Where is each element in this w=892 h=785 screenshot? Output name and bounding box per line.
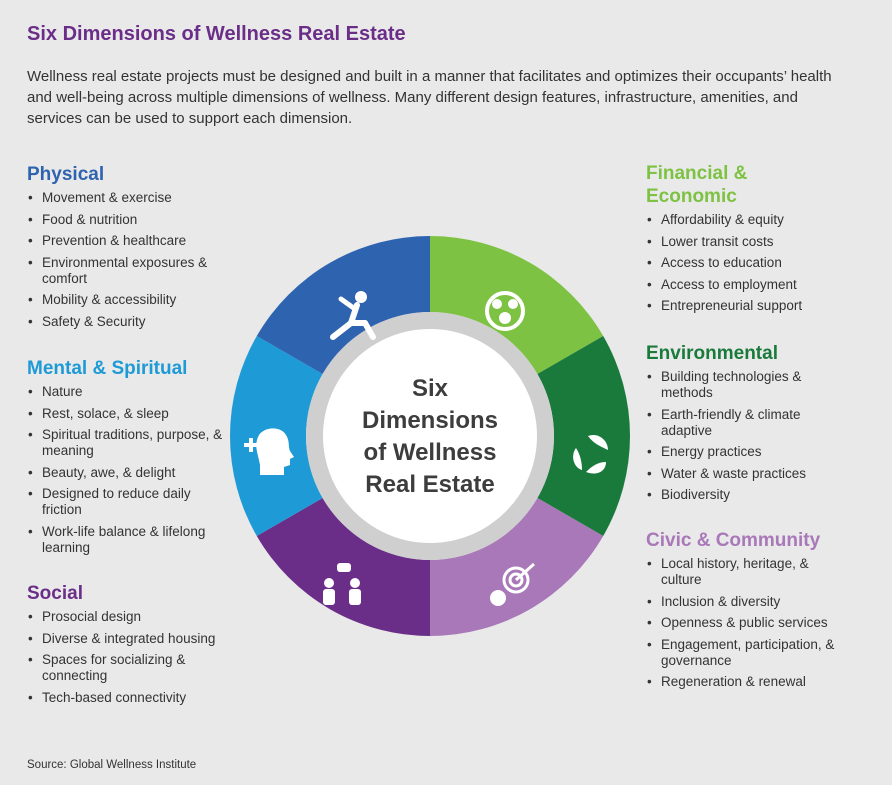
list-item: Prosocial design — [27, 609, 227, 625]
section-title-financial-line1: Financial & — [646, 163, 748, 184]
community-cycle-icon — [490, 562, 535, 606]
wheel-segment-environmental — [537, 336, 630, 536]
list-item: Regeneration & renewal — [646, 674, 846, 690]
section-title-financial-line2: Economic — [646, 186, 737, 207]
list-mental: Nature Rest, solace, & sleep Spiritual t… — [27, 384, 227, 556]
list-item: Safety & Security — [27, 314, 227, 330]
center-line-2: Dimensions — [362, 407, 498, 434]
wheel-segments — [230, 236, 630, 636]
list-environmental: Building technologies & methods Earth-fr… — [646, 369, 846, 503]
section-social: Social Prosocial design Diverse & integr… — [27, 582, 227, 711]
page-title: Six Dimensions of Wellness Real Estate — [27, 23, 406, 45]
section-physical: Physical Movement & exercise Food & nutr… — [27, 163, 227, 335]
list-physical: Movement & exercise Food & nutrition Pre… — [27, 190, 227, 330]
wellness-wheel: Six Dimensions of Wellness Real Estate — [230, 236, 630, 636]
list-item: Nature — [27, 384, 227, 400]
section-financial: Financial & Economic Affordability & equ… — [646, 162, 846, 320]
intro-paragraph: Wellness real estate projects must be de… — [27, 68, 832, 127]
exercise-person-icon — [330, 291, 376, 340]
list-item: Access to education — [646, 255, 846, 271]
list-item: Work-life balance & lifelong learning — [27, 524, 227, 556]
list-social: Prosocial design Diverse & integrated ho… — [27, 609, 227, 706]
section-title-financial: Financial & Economic — [646, 162, 846, 208]
section-title-environmental: Environmental — [646, 343, 778, 364]
list-item: Beauty, awe, & delight — [27, 465, 227, 481]
list-item: Spiritual traditions, purpose, & meaning — [27, 427, 227, 459]
list-item: Access to employment — [646, 277, 846, 293]
list-item: Lower transit costs — [646, 234, 846, 250]
list-item: Food & nutrition — [27, 212, 227, 228]
list-item: Openness & public services — [646, 615, 846, 631]
center-line-1: Six — [412, 375, 449, 402]
list-item: Earth-friendly & climate adaptive — [646, 407, 846, 439]
money-target-icon — [485, 291, 525, 331]
section-title-mental: Mental & Spiritual — [27, 358, 188, 379]
wheel-segment-physical — [256, 236, 430, 374]
source-caption: Source: Global Wellness Institute — [27, 759, 197, 771]
list-civic: Local history, heritage, & culture Inclu… — [646, 556, 846, 690]
list-item: Movement & exercise — [27, 190, 227, 206]
list-item: Water & waste practices — [646, 466, 846, 482]
center-line-3: of Wellness — [364, 439, 497, 466]
list-item: Tech-based connectivity — [27, 690, 227, 706]
list-item: Designed to reduce daily friction — [27, 486, 227, 518]
list-item: Inclusion & diversity — [646, 594, 846, 610]
center-line-4: Real Estate — [365, 471, 494, 498]
list-item: Diverse & integrated housing — [27, 631, 227, 647]
list-item: Rest, solace, & sleep — [27, 406, 227, 422]
list-item: Local history, heritage, & culture — [646, 556, 846, 588]
list-item: Entrepreneurial support — [646, 298, 846, 314]
list-item: Building technologies & methods — [646, 369, 846, 401]
center-disc — [323, 329, 537, 543]
list-financial: Affordability & equity Lower transit cos… — [646, 212, 846, 314]
list-item: Spaces for socializing & connecting — [27, 652, 227, 684]
section-environmental: Environmental Building technologies & me… — [646, 342, 846, 509]
people-conversation-icon — [323, 563, 361, 605]
section-title-civic: Civic & Community — [646, 530, 821, 551]
list-item: Engagement, participation, & governance — [646, 637, 846, 669]
list-item: Mobility & accessibility — [27, 292, 227, 308]
recycle-leaves-icon — [573, 434, 608, 474]
list-item: Energy practices — [646, 444, 846, 460]
list-item: Affordability & equity — [646, 212, 846, 228]
list-item: Environmental exposures & comfort — [27, 255, 227, 287]
list-item: Biodiversity — [646, 487, 846, 503]
section-title-social: Social — [27, 583, 83, 604]
section-mental: Mental & Spiritual Nature Rest, solace, … — [27, 357, 227, 561]
list-item: Prevention & healthcare — [27, 233, 227, 249]
section-title-physical: Physical — [27, 164, 105, 185]
head-health-icon — [244, 428, 294, 475]
section-civic: Civic & Community Local history, heritag… — [646, 529, 846, 696]
